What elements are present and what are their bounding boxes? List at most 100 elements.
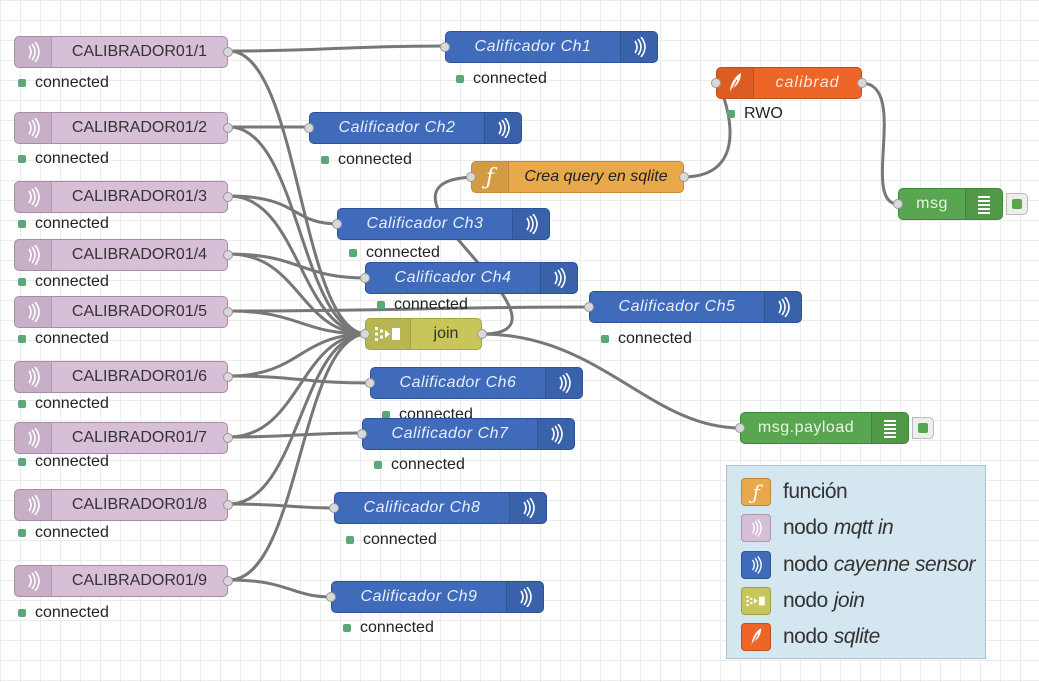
wire <box>227 49 369 336</box>
mqtt-in-node-9[interactable]: CALIBRADOR01/9 <box>14 565 233 597</box>
status-text: connected <box>35 524 109 541</box>
mqtt-icon <box>15 37 52 67</box>
feather-icon <box>741 623 771 651</box>
output-port[interactable] <box>223 500 233 510</box>
mqtt-in-node-2[interactable]: CALIBRADOR01/2 <box>14 112 233 144</box>
output-port[interactable] <box>223 576 233 586</box>
input-port[interactable] <box>329 503 339 513</box>
status-text: connected <box>35 215 109 232</box>
input-port[interactable] <box>735 423 745 433</box>
status-dot <box>382 411 390 419</box>
input-port[interactable] <box>440 42 450 52</box>
status-text: connected <box>35 74 109 91</box>
input-port[interactable] <box>466 172 476 182</box>
sqlite-node[interactable]: calibrad <box>711 67 867 99</box>
status-text: connected <box>391 456 465 473</box>
node-label: CALIBRADOR01/1 <box>71 43 208 60</box>
mqtt-icon <box>15 297 52 327</box>
output-port[interactable] <box>223 433 233 443</box>
cayenne-sensor-node-5[interactable]: Calificador Ch5 <box>584 291 802 323</box>
status-text: connected <box>35 273 109 290</box>
legend-text: nodo <box>783 553 828 576</box>
cayenne-sensor-node-3[interactable]: Calificador Ch3 <box>332 208 550 240</box>
node-label: join <box>433 325 459 342</box>
legend-text: nodo <box>783 625 828 648</box>
input-port[interactable] <box>332 219 342 229</box>
status-text: connected <box>394 296 468 313</box>
node-status: connected <box>456 70 547 88</box>
status-dot <box>18 278 26 286</box>
mqtt-icon <box>15 566 52 596</box>
input-port[interactable] <box>893 199 903 209</box>
input-port[interactable] <box>357 429 367 439</box>
cayenne-sensor-node-7[interactable]: Calificador Ch7 <box>357 418 575 450</box>
mqtt-in-node-1[interactable]: CALIBRADOR01/1 <box>14 36 233 68</box>
input-port[interactable] <box>360 273 370 283</box>
cayenne-sensor-node-1[interactable]: Calificador Ch1 <box>440 31 658 63</box>
debug-node-msg[interactable]: msg <box>893 188 1028 220</box>
status-dot <box>18 529 26 537</box>
input-port[interactable] <box>711 78 721 88</box>
node-label: Calificador Ch6 <box>399 374 517 391</box>
cayenne-sensor-node-4[interactable]: Calificador Ch4 <box>360 262 578 294</box>
sensor-wave-icon <box>512 209 549 239</box>
node-status: RWO <box>727 105 783 123</box>
cayenne-sensor-node-8[interactable]: Calificador Ch8 <box>329 492 547 524</box>
status-text: RWO <box>744 105 783 122</box>
debug-toggle-button[interactable] <box>1006 193 1028 215</box>
mqtt-icon <box>15 490 52 520</box>
legend-node-name: join <box>833 589 865 612</box>
input-port[interactable] <box>365 378 375 388</box>
legend-text: función <box>783 480 848 503</box>
status-text: connected <box>35 150 109 167</box>
debug-toggle-button[interactable] <box>912 417 934 439</box>
input-port[interactable] <box>360 329 370 339</box>
input-port[interactable] <box>584 302 594 312</box>
mqtt-in-node-3[interactable]: CALIBRADOR01/3 <box>14 181 233 213</box>
mqtt-in-node-7[interactable]: CALIBRADOR01/7 <box>14 422 233 454</box>
function-icon: ƒ <box>472 162 509 192</box>
mqtt-icon <box>741 514 771 542</box>
cayenne-sensor-node-2[interactable]: Calificador Ch2 <box>304 112 522 144</box>
node-label: Calificador Ch3 <box>366 215 484 232</box>
output-port[interactable] <box>223 192 233 202</box>
status-dot <box>18 609 26 617</box>
output-port[interactable] <box>223 47 233 57</box>
mqtt-in-node-6[interactable]: CALIBRADOR01/6 <box>14 361 233 393</box>
wire <box>227 332 369 439</box>
wire <box>227 332 369 378</box>
wire <box>227 194 341 226</box>
status-text: connected <box>360 619 434 636</box>
node-label: msg.payload <box>757 419 855 436</box>
function-node[interactable]: ƒ Crea query en sqlite <box>466 161 689 193</box>
wire <box>227 252 369 336</box>
cayenne-sensor-node-9[interactable]: Calificador Ch9 <box>326 581 544 613</box>
output-port[interactable] <box>223 307 233 317</box>
node-label: Calificador Ch4 <box>394 269 512 286</box>
node-status: connected <box>601 330 692 348</box>
node-label: calibrad <box>775 74 840 91</box>
status-dot <box>321 156 329 164</box>
input-port[interactable] <box>326 592 336 602</box>
output-port[interactable] <box>679 172 689 182</box>
feather-icon <box>717 68 754 98</box>
node-label: msg <box>916 195 948 212</box>
node-label: CALIBRADOR01/8 <box>71 496 208 513</box>
mqtt-in-node-4[interactable]: CALIBRADOR01/4 <box>14 239 233 271</box>
input-port[interactable] <box>304 123 314 133</box>
wire <box>227 252 368 280</box>
node-status: connected <box>18 604 109 622</box>
join-node[interactable]: join <box>360 318 487 350</box>
cayenne-sensor-node-6[interactable]: Calificador Ch6 <box>365 367 583 399</box>
status-text: connected <box>473 70 547 87</box>
output-port[interactable] <box>223 123 233 133</box>
mqtt-in-node-8[interactable]: CALIBRADOR01/8 <box>14 489 233 521</box>
output-port[interactable] <box>223 372 233 382</box>
output-port[interactable] <box>477 329 487 339</box>
output-port[interactable] <box>857 78 867 88</box>
debug-node-msg-payload[interactable]: msg.payload <box>735 412 934 444</box>
wire <box>227 332 369 506</box>
mqtt-in-node-5[interactable]: CALIBRADOR01/5 <box>14 296 233 328</box>
output-port[interactable] <box>223 250 233 260</box>
